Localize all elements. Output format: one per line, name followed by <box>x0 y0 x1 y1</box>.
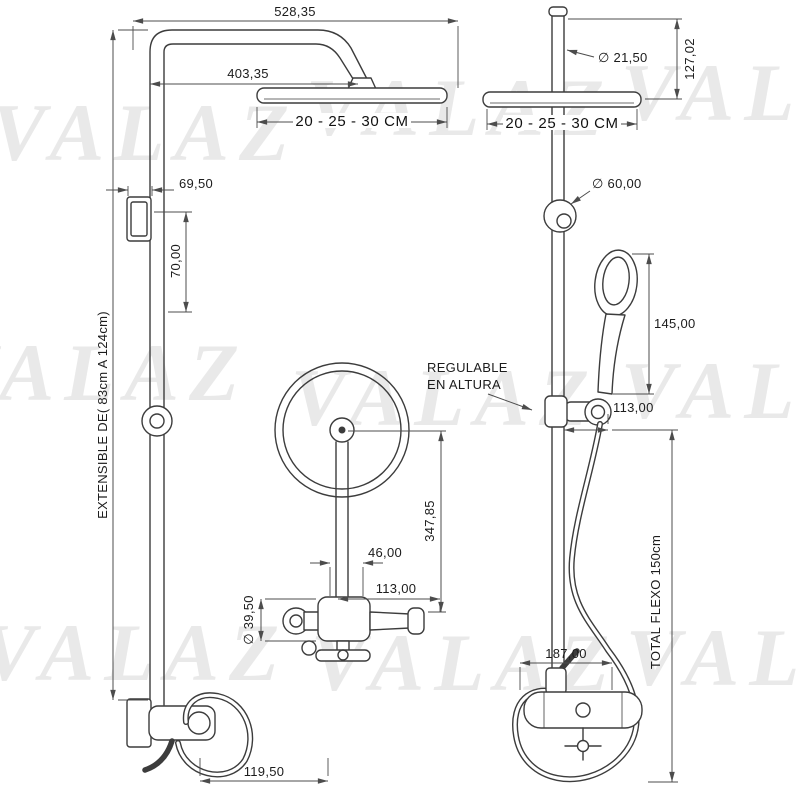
dim-head-size-right: 20 - 25 - 30 CM <box>486 109 638 132</box>
label-backing <box>293 113 411 128</box>
diverter-knob <box>141 405 173 437</box>
wall-bracket-plate <box>126 196 152 242</box>
mixer-center-body <box>317 596 371 642</box>
watermark-text: VALAZ <box>621 345 800 436</box>
rain-head-front <box>482 91 642 108</box>
adjustable-note-line1: REGULABLE <box>427 360 508 375</box>
dim-top-offset: 127,02 <box>568 18 697 100</box>
rain-head-outer-ring <box>274 362 410 498</box>
head-size-right-label: 20 - 25 - 30 CM <box>505 115 618 132</box>
hose-outlet-fitting <box>545 667 567 695</box>
dim-mixer-diameter: ∅ 39,50 <box>241 595 316 645</box>
dim-bracket-travel: 70,00 <box>154 211 192 313</box>
mid-height-label: 347,85 <box>422 500 437 542</box>
pivot-holder-center <box>556 213 572 229</box>
dim-hose-total: TOTAL FLEXO 150cm <box>612 429 678 783</box>
pipe-diameter-label: ∅ 21,50 <box>598 50 648 65</box>
rain-head-center-dot <box>338 426 346 434</box>
dim-mid-height: 347,85 <box>348 430 446 613</box>
watermark-text: VALAZ <box>0 607 289 698</box>
arm-length-dim-label: 403,35 <box>227 66 269 81</box>
mixer-right-arm <box>369 611 411 631</box>
dim-bracket-width: 69,50 <box>106 176 213 196</box>
rain-head-side <box>256 87 448 104</box>
front-view <box>482 6 643 783</box>
note-adjustable-height: REGULABLE EN ALTURA <box>427 360 533 411</box>
extensible-range-label: EXTENSIBLE DE( 83cm A 124cm) <box>95 311 110 519</box>
label-backing <box>503 115 621 130</box>
watermark-layer: VALAZ VALAZ VALAZ VALAZ VALAZ VALAZ VALA… <box>0 47 800 708</box>
dim-extensible-height: EXTENSIBLE DE( 83cm A 124cm) <box>95 29 148 701</box>
left-side-view <box>126 29 448 778</box>
slider-ring <box>584 398 612 426</box>
watermark-text: VALAZ <box>626 612 800 703</box>
mixer-width-label: 187,00 <box>545 646 587 661</box>
cartridge-width-label: 46,00 <box>368 545 402 560</box>
adjustable-note-line2: EN ALTURA <box>427 377 501 392</box>
column-top-cap <box>548 6 568 17</box>
head-front-detail-view <box>274 362 425 662</box>
handshower-length-label: 145,00 <box>654 316 696 331</box>
hand-shower-handle <box>597 313 626 395</box>
rain-head-inner-ring <box>282 370 402 490</box>
base-width-label: 119,50 <box>244 764 285 779</box>
bracket-travel-label: 70,00 <box>168 244 183 278</box>
holder-diameter-label: ∅ 60,00 <box>592 176 642 191</box>
mixer-lever <box>142 738 175 773</box>
mixer-diameter-label: ∅ 39,50 <box>241 595 256 645</box>
dim-holder-diameter: ∅ 60,00 <box>570 176 642 205</box>
mixer-escutcheon <box>575 702 591 718</box>
hand-shower-hose-side-highlight <box>176 693 252 777</box>
dim-cartridge-width: 46,00 <box>310 545 402 596</box>
dim-spout-reach: 113,00 <box>338 581 441 612</box>
dim-total-width: 528,35 <box>132 4 459 88</box>
watermark-text: VALAZ <box>0 87 299 178</box>
spout-reach-label: 113,00 <box>376 581 417 596</box>
tap-handle-hub <box>576 739 590 753</box>
diverter-knob-center <box>149 413 165 429</box>
dim-pipe-diameter: ∅ 21,50 <box>566 49 648 65</box>
dimension-layer: 528,35 403,35 20 - 25 - 30 CM EXTENSIBLE… <box>95 4 697 784</box>
head-size-left-label: 20 - 25 - 30 CM <box>295 113 408 130</box>
mixer-body-side <box>148 705 216 741</box>
mixer-cross-handle-hub <box>337 649 349 661</box>
riser-pipe-outer <box>149 29 368 706</box>
hand-shower-face <box>602 256 630 306</box>
slider-clamp <box>544 395 568 428</box>
dim-head-size-left: 20 - 25 - 30 CM <box>256 107 448 130</box>
mixer-body-front <box>523 691 643 729</box>
wall-bracket-inner <box>130 201 148 237</box>
dim-mixer-width: 187,00 <box>519 646 613 690</box>
riser-pipe-inner <box>163 43 356 706</box>
slider-ring-inner <box>590 404 606 420</box>
hose-total-label: TOTAL FLEXO 150cm <box>648 535 663 669</box>
dim-base-width: 119,50 <box>199 758 329 784</box>
dim-holder-width: 113,00 <box>564 400 654 433</box>
bracket-width-label: 69,50 <box>179 176 213 191</box>
watermark-text: VALAZ <box>621 47 800 138</box>
total-width-dim-label: 528,35 <box>274 4 316 19</box>
mixer-small-knob <box>301 640 317 656</box>
watermark-text: VALAZ <box>0 327 249 418</box>
top-offset-label: 127,02 <box>682 38 697 80</box>
holder-width-label: 113,00 <box>613 400 654 415</box>
mixer-right-cap <box>407 607 425 635</box>
mixer-wall-plate <box>126 698 152 748</box>
dim-handshower-length: 145,00 <box>613 253 696 395</box>
dim-arm-length: 403,35 <box>150 66 358 87</box>
mixer-left-cap-inner <box>289 614 303 628</box>
